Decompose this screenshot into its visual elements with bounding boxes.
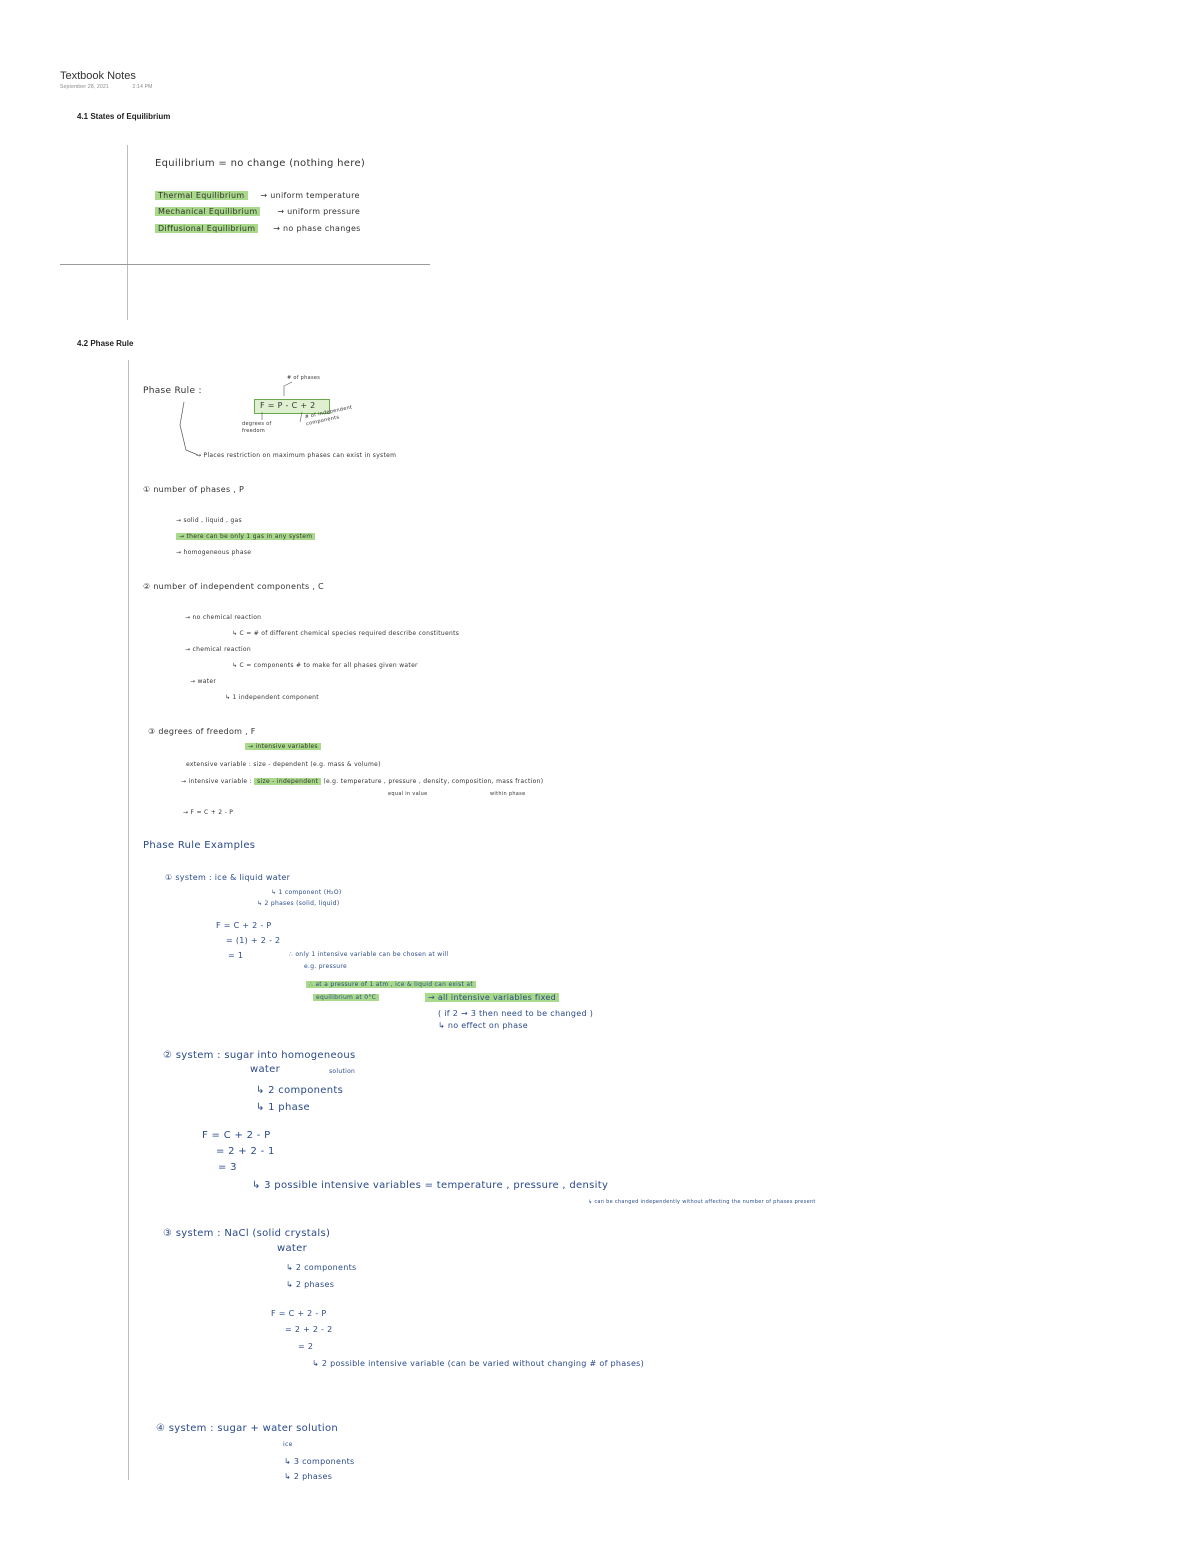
- section-1-vertical-divider: [127, 145, 128, 320]
- example-1-line: ↳ 2 phases (solid, liquid): [257, 900, 340, 907]
- example-3-calc: = 2: [298, 1342, 314, 1351]
- phase-rule-label: Phase Rule :: [143, 386, 202, 396]
- example-1-calc: = 1: [228, 951, 244, 960]
- equilibrium-item: Diffusional Equilibrium → no phase chang…: [155, 224, 361, 233]
- annotation-degrees: degrees of freedom: [242, 421, 272, 434]
- example-3-title: ③ system : NaCl (solid crystals): [163, 1228, 331, 1239]
- degrees-formula: → F = C + 2 - P: [183, 809, 234, 816]
- intensive-variable: → intensive variable : size - independen…: [181, 778, 544, 785]
- equilibrium-term: Thermal Equilibrium: [155, 191, 248, 200]
- example-3-calc: = 2 + 2 - 2: [285, 1325, 333, 1334]
- intensive-sub-note: within phase: [490, 791, 526, 797]
- phases-title: ① number of phases , P: [143, 485, 245, 494]
- example-1-calc: F = C + 2 - P: [216, 921, 272, 930]
- equilibrium-desc: → uniform pressure: [277, 207, 361, 216]
- example-1-highlight: equilibrium at 0°C: [313, 994, 380, 1001]
- extensive-variable: extensive variable : size - dependent (e…: [186, 761, 381, 768]
- example-2-title: solution: [329, 1068, 356, 1075]
- phases-line: → there can be only 1 gas in any system: [176, 533, 316, 540]
- example-1-note: ( if 2 → 3 then need to be changed ): [438, 1009, 594, 1018]
- components-line: ↳ C = # of different chemical species re…: [232, 630, 460, 637]
- intensive-sub-note: equal in value: [388, 791, 428, 797]
- example-2-title: water: [250, 1064, 280, 1075]
- examples-heading: Phase Rule Examples: [143, 840, 256, 851]
- example-3-note: ↳ 2 possible intensive variable (can be …: [312, 1359, 645, 1368]
- equilibrium-term: Mechanical Equilibrium: [155, 207, 261, 216]
- example-1-note: ∴ only 1 intensive variable can be chose…: [289, 951, 449, 958]
- components-line: → chemical reaction: [185, 646, 251, 653]
- example-2-calc: = 3: [218, 1162, 237, 1173]
- example-3-line: ↳ 2 components: [286, 1263, 357, 1272]
- phases-line: → homogeneous phase: [176, 549, 252, 556]
- equilibrium-definition: Equilibrium = no change (nothing here): [155, 158, 366, 169]
- example-2-line: ↳ 2 components: [256, 1085, 344, 1096]
- example-3-calc: F = C + 2 - P: [271, 1309, 327, 1318]
- degrees-highlight: → intensive variables: [245, 743, 321, 750]
- example-1-calc: = (1) + 2 - 2: [226, 936, 281, 945]
- example-1-note: → all intensive variables fixed: [425, 993, 559, 1002]
- components-line: → no chemical reaction: [185, 614, 262, 621]
- example-2-note: ↳ can be changed independently without a…: [588, 1199, 816, 1205]
- page-meta: September 28, 2021 2:14 PM: [60, 84, 175, 90]
- equilibrium-term: Diffusional Equilibrium: [155, 224, 259, 233]
- example-2-calc: = 2 + 2 - 1: [216, 1146, 275, 1157]
- example-3-line: ↳ 2 phases: [286, 1280, 335, 1289]
- example-2-line: ↳ 1 phase: [256, 1102, 310, 1113]
- components-line: → water: [190, 678, 217, 685]
- example-1-title: ① system : ice & liquid water: [165, 873, 291, 882]
- example-2-title: ② system : sugar into homogeneous: [163, 1050, 356, 1061]
- components-line: ↳ C = components # to make for all phase…: [232, 662, 418, 669]
- example-4-line: ↳ 2 phases: [284, 1472, 333, 1481]
- degrees-title: ③ degrees of freedom , F: [148, 727, 256, 736]
- components-title: ② number of independent components , C: [143, 582, 324, 591]
- example-4-title: ④ system : sugar + water solution: [156, 1423, 339, 1434]
- annotation-num-phases: # of phases: [287, 375, 321, 381]
- example-4-line: ↳ 3 components: [284, 1457, 355, 1466]
- components-line: ↳ 1 independent component: [225, 694, 319, 701]
- equilibrium-item: Mechanical Equilibrium → uniform pressur…: [155, 207, 360, 216]
- phase-rule-note: → Places restriction on maximum phases c…: [196, 452, 397, 459]
- page-title: Textbook Notes: [60, 70, 136, 82]
- section-1-horizontal-divider: [60, 264, 430, 265]
- equilibrium-desc: → no phase changes: [273, 224, 361, 233]
- example-3-title: water: [277, 1243, 307, 1254]
- section-heading-phase-rule: 4.2 Phase Rule: [77, 339, 134, 348]
- example-2-note: ↳ 3 possible intensive variables = tempe…: [252, 1180, 609, 1191]
- phases-line: → solid , liquid , gas: [176, 517, 242, 524]
- example-2-calc: F = C + 2 - P: [202, 1130, 271, 1141]
- example-1-line: ↳ 1 component (H₂O): [271, 889, 342, 896]
- equilibrium-item: Thermal Equilibrium → uniform temperatur…: [155, 191, 360, 200]
- phase-rule-formula-box: [254, 399, 330, 414]
- example-1-note: ↳ no effect on phase: [438, 1021, 528, 1030]
- phase-rule-formula: F = P - C + 2: [260, 401, 316, 410]
- section-2-vertical-divider: [128, 360, 129, 1480]
- example-1-highlight: ∴ at a pressure of 1 atm , ice & liquid …: [306, 981, 477, 988]
- page-date: September 28, 2021: [60, 84, 109, 90]
- page-time: 2:14 PM: [132, 84, 153, 90]
- equilibrium-desc: → uniform temperature: [260, 191, 360, 200]
- section-heading-states: 4.1 States of Equilibrium: [77, 112, 171, 121]
- example-4-title: ice: [283, 1441, 293, 1448]
- example-1-note: e.g. pressure: [304, 963, 348, 970]
